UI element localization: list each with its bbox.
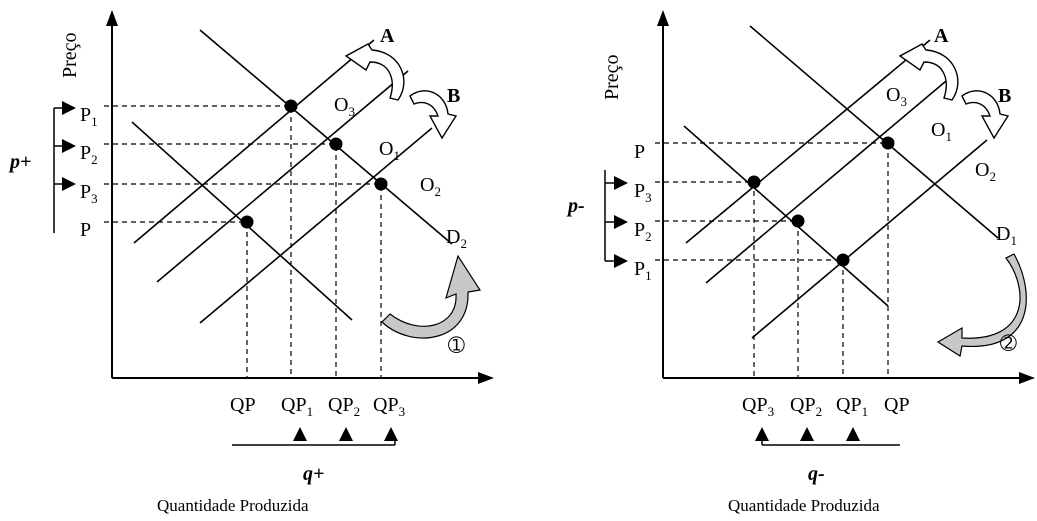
left-equilibrium-2 — [329, 137, 343, 151]
right-label-o1: O1 — [931, 119, 952, 144]
left-supply-o2 — [199, 127, 433, 324]
right-quantity-labels: QP3 QP2 QP1 QP — [742, 394, 910, 419]
left-guide-p2 — [104, 143, 337, 378]
left-shift-arrow-a — [344, 43, 405, 101]
left-label-o3: O3 — [334, 94, 355, 119]
right-price-label-2: P2 — [634, 219, 652, 244]
left-price-label-3: P3 — [80, 181, 98, 206]
left-y-axis-title: Preço — [59, 32, 81, 78]
left-y-axis-arrow — [106, 10, 118, 26]
right-price-label-1: P1 — [634, 258, 652, 283]
right-equilibrium-0 — [881, 136, 895, 150]
right-price-label-0: P — [634, 141, 645, 163]
right-step-badge: ➁ — [1000, 333, 1017, 355]
left-demand-d2 — [199, 29, 453, 245]
right-x-axis-title: Quantidade Produzida — [728, 496, 880, 515]
right-equilibrium-3 — [747, 175, 761, 189]
right-guide-p2 — [655, 220, 799, 378]
right-supply-o1 — [705, 75, 953, 284]
left-shift-arrow-b — [409, 90, 458, 140]
left-guide-p3 — [104, 183, 382, 378]
left-guide-p — [104, 221, 248, 378]
left-qty-label-1: QP1 — [281, 394, 313, 419]
left-equilibrium-1 — [284, 99, 298, 113]
left-label-o1: O1 — [379, 138, 400, 163]
right-supply-o3 — [685, 39, 931, 244]
right-shift-label-a: A — [934, 25, 949, 47]
right-qty-effect: q- — [808, 463, 825, 485]
left-shift-label-a: A — [380, 25, 395, 47]
right-quantity-bracket — [755, 427, 900, 446]
left-price-label-0: P — [80, 219, 91, 241]
right-x-axis-arrow — [1019, 372, 1035, 384]
left-equilibrium-3 — [374, 177, 388, 191]
right-guide-p — [655, 142, 889, 378]
left-shift-label-b: B — [447, 85, 460, 107]
right-qty-label-0: QP — [884, 394, 910, 416]
right-price-bracket — [604, 170, 628, 268]
right-price-labels: P P3 P2 P1 — [634, 141, 652, 283]
right-label-o3: O3 — [886, 84, 907, 109]
right-label-d: D1 — [996, 223, 1017, 248]
left-equilibrium-0 — [240, 215, 254, 229]
right-price-label-3: P3 — [634, 180, 652, 205]
left-x-axis-title: Quantidade Produzida — [157, 496, 309, 515]
left-demand-shift-arrow — [381, 254, 482, 339]
left-qty-label-2: QP2 — [328, 394, 360, 419]
right-guide-p3 — [655, 181, 755, 378]
left-label-d: D2 — [446, 226, 467, 251]
left-label-o2: O2 — [420, 174, 441, 199]
right-shift-label-b: B — [998, 85, 1011, 107]
left-price-label-1: P1 — [80, 104, 98, 129]
left-supply-o1 — [156, 70, 409, 283]
right-equilibrium-1 — [836, 253, 850, 267]
left-x-axis-arrow — [478, 372, 494, 384]
left-step-badge: ➀ — [448, 335, 465, 357]
left-qty-label-3: QP3 — [373, 394, 405, 419]
left-price-label-2: P2 — [80, 142, 98, 167]
left-supply-o3 — [133, 39, 375, 244]
right-qty-label-1: QP1 — [836, 394, 868, 419]
left-quantity-labels: QP QP1 QP2 QP3 — [230, 394, 405, 419]
right-qty-label-3: QP3 — [742, 394, 774, 419]
right-label-o2: O2 — [975, 159, 996, 184]
right-demand-d2 — [749, 25, 999, 239]
left-qty-label-0: QP — [230, 394, 256, 416]
left-price-labels: P1 P2 P3 P — [80, 104, 98, 241]
right-y-axis-arrow — [657, 10, 669, 26]
left-qty-effect: q+ — [303, 463, 324, 485]
left-panel: Preço P1 P2 P3 P p+ O3 O1 O2 D2 A — [8, 10, 494, 515]
left-price-bracket — [53, 101, 76, 233]
right-y-axis-title: Preço — [601, 54, 623, 100]
left-guide-p1 — [104, 105, 292, 378]
right-demand-d1 — [683, 125, 889, 307]
right-qty-label-2: QP2 — [790, 394, 822, 419]
right-supply-o2 — [751, 139, 988, 339]
right-shift-arrow-a — [898, 43, 959, 101]
left-price-effect: p+ — [8, 151, 31, 173]
right-demand-shift-arrow — [936, 253, 1027, 357]
right-price-effect: p- — [566, 195, 585, 217]
right-panel: Preço P P3 P2 P1 p- O3 O1 O2 D1 A — [566, 10, 1035, 515]
right-shift-arrow-b — [961, 90, 1010, 140]
right-guide-p1 — [655, 259, 844, 378]
left-quantity-bracket — [232, 427, 398, 446]
right-equilibrium-2 — [791, 214, 805, 228]
